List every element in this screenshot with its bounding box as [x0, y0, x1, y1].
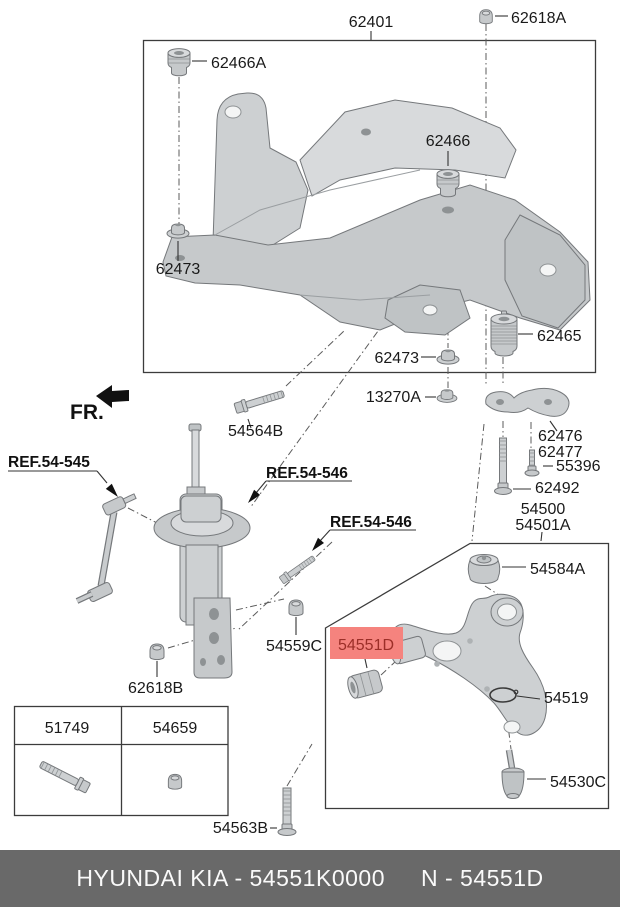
- ref-546-arrowhead-1: [248, 489, 261, 503]
- lower-arm-section-box: [324, 542, 610, 810]
- nut-62618B: [149, 643, 165, 661]
- bushing-62466A: [167, 48, 191, 77]
- crossmember-section-box: [142, 39, 597, 374]
- bushing-54584A: [467, 554, 501, 584]
- stabilizer-link-drawing: [75, 493, 137, 604]
- nut-62618A: [479, 9, 493, 25]
- part-label-62477[interactable]: 62477: [538, 444, 583, 461]
- part-label-55396[interactable]: 55396: [556, 458, 601, 475]
- strut-drawing: [153, 423, 251, 679]
- part-label-54563B[interactable]: 54563B: [213, 820, 268, 837]
- fastener-table: 51749 54659: [13, 705, 229, 817]
- bolt-54563B: [277, 787, 297, 836]
- ref-label-54-546-upper[interactable]: REF.54-546: [266, 465, 348, 482]
- part-label-13270A[interactable]: 13270A: [366, 389, 421, 406]
- leader-lines: [8, 15, 558, 829]
- crossmember-drawing: [162, 92, 591, 336]
- bracket-62476: [485, 387, 570, 417]
- bushing-62465: [490, 310, 518, 357]
- bushing-54551D: [347, 669, 383, 699]
- ref-label-54-546-lower[interactable]: REF.54-546: [330, 514, 412, 531]
- highlight-box-54551D[interactable]: [330, 627, 403, 659]
- ref-546-arrowhead-2: [312, 537, 324, 551]
- part-label-62473-mid[interactable]: 62473: [375, 350, 420, 367]
- bushing-62466: [436, 169, 460, 198]
- part-label-54530C[interactable]: 54530C: [550, 774, 606, 791]
- nut-62473-left: [166, 223, 190, 239]
- footer-bar: HYUNDAI KIA - 54551K0000 N - 54551D: [0, 850, 620, 907]
- table-bolt-glyph: [37, 757, 92, 795]
- bolt-62492: [494, 437, 512, 495]
- part-label-62476[interactable]: 62476: [538, 428, 583, 445]
- part-label-54501A[interactable]: 54501A: [515, 517, 570, 534]
- nut-62473-mid: [436, 349, 460, 365]
- part-label-62492[interactable]: 62492: [535, 480, 580, 497]
- part-label-62618A[interactable]: 62618A: [511, 10, 566, 27]
- fr-direction-arrow: [96, 385, 129, 408]
- table-nut-glyph: [167, 773, 183, 790]
- part-label-62473-left[interactable]: 62473: [156, 261, 201, 278]
- snap-ring-54519: [489, 687, 519, 703]
- part-label-62465[interactable]: 62465: [537, 328, 582, 345]
- part-label-54584A[interactable]: 54584A: [530, 561, 585, 578]
- part-label-54519[interactable]: 54519: [544, 690, 589, 707]
- ref-label-54-545[interactable]: REF.54-545: [8, 454, 90, 471]
- table-header-54659[interactable]: 54659: [153, 720, 198, 737]
- table-header-51749[interactable]: 51749: [45, 720, 90, 737]
- part-label-54564B[interactable]: 54564B: [228, 423, 283, 440]
- nut-54559C: [288, 599, 304, 617]
- part-label-62466[interactable]: 62466: [426, 133, 471, 150]
- diagram-canvas: 54551D 62401 62618A 62466A 62466 62473 6…: [8, 9, 610, 837]
- nut-13270A: [436, 389, 458, 403]
- footer-part-number: N - 54551D: [420, 865, 544, 891]
- bolt-54564B: [233, 387, 286, 415]
- part-label-54500[interactable]: 54500: [521, 501, 566, 518]
- part-label-62618B[interactable]: 62618B: [128, 680, 183, 697]
- ball-joint-54530C: [501, 749, 525, 799]
- part-label-54559C[interactable]: 54559C: [266, 638, 322, 655]
- fr-label: FR.: [70, 401, 104, 424]
- bolt-55396: [524, 449, 540, 477]
- ref-545-arrowhead: [105, 483, 118, 497]
- part-label-62466A[interactable]: 62466A: [211, 55, 266, 72]
- control-arm-drawing: [389, 593, 547, 736]
- part-label-54551D[interactable]: 54551D: [338, 637, 394, 654]
- bolt-ref-54-546: [278, 553, 318, 585]
- footer-part-code: HYUNDAI KIA - 54551K0000: [76, 865, 385, 891]
- part-label-62401[interactable]: 62401: [349, 14, 394, 31]
